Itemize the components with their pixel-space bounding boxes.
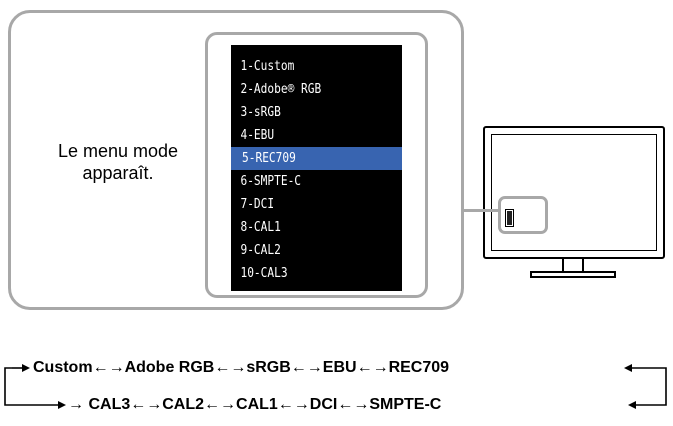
right-loop-line — [630, 367, 667, 406]
zoom-highlight-box — [498, 196, 548, 234]
mode-menu-item[interactable]: 1-Custom — [231, 55, 378, 78]
mode-menu-item[interactable]: 8-CAL1 — [231, 216, 378, 239]
cycle-mode-label: CAL1 — [236, 396, 278, 413]
double-arrow-icon: ←→ — [356, 359, 389, 376]
mode-menu-item[interactable]: 9-CAL2 — [231, 239, 378, 262]
cycle-mode-label: DCI — [309, 396, 338, 413]
mode-menu-item[interactable]: 6-SMPTE-C — [231, 170, 378, 193]
left-loop-line — [4, 367, 62, 406]
color-mode-menu: 1-Custom 2-Adobe® RGB 3-sRGB 4-EBU 5-REC709 6… — [231, 45, 402, 291]
mode-menu-item[interactable]: 3-sRGB — [231, 101, 378, 124]
mode-menu-item[interactable]: 7-DCI — [231, 193, 378, 216]
mode-cycle-row-bottom: → CAL3←→CAL2←→CAL1←→DCI←→SMPTE-C — [68, 395, 441, 415]
mini-osd-menu-fill — [507, 211, 512, 225]
double-arrow-icon: ←→ — [337, 396, 370, 413]
cycle-mode-label: Custom — [33, 359, 93, 376]
double-arrow-icon: ←→ — [92, 359, 125, 376]
cycle-mode-label: Adobe RGB — [124, 359, 215, 376]
right-arrow-icon: → — [68, 396, 89, 413]
mode-menu-caption: Le menu mode apparaît. — [28, 140, 208, 184]
mode-menu-item-label: 8-CAL1 — [240, 220, 281, 235]
mode-cycle-row-top: Custom←→Adobe RGB←→sRGB←→EBU←→REC709 — [25, 358, 449, 378]
mode-menu-item[interactable]: 5-REC709 — [231, 147, 402, 170]
double-arrow-icon: ←→ — [277, 396, 310, 413]
double-arrow-icon: ←→ — [204, 396, 237, 413]
double-arrow-icon: ←→ — [290, 359, 323, 376]
mode-menu-item[interactable]: 10-CAL3 — [231, 262, 378, 285]
cycle-mode-label: SMPTE-C — [369, 396, 442, 413]
caption-line-1: Le menu mode — [57, 141, 179, 161]
loop-arrowhead-top-right — [624, 364, 632, 372]
loop-arrowhead-bottom-right — [628, 401, 636, 409]
cycle-mode-label: CAL3 — [88, 396, 131, 413]
mode-menu-item-label: 10-CAL3 — [240, 266, 288, 281]
cycle-mode-label: REC709 — [388, 359, 450, 376]
double-arrow-icon: ←→ — [214, 359, 247, 376]
mode-menu-item-label: 9-CAL2 — [240, 243, 281, 258]
mode-menu-item-label: 6-SMPTE-C — [240, 174, 302, 189]
callout-connector-line — [461, 209, 500, 212]
caption-line-2: apparaît. — [82, 163, 154, 183]
cycle-mode-label: EBU — [322, 359, 357, 376]
mode-menu-item-label: 3-sRGB — [240, 105, 281, 120]
cycle-mode-label: CAL2 — [162, 396, 205, 413]
mode-menu-item[interactable]: 2-Adobe® RGB — [231, 78, 378, 101]
mode-menu-item[interactable]: 4-EBU — [231, 124, 378, 147]
mode-menu-item-label: 1-Custom — [240, 59, 295, 74]
mode-menu-item-label: 4-EBU — [240, 128, 275, 143]
cycle-mode-label: sRGB — [246, 359, 291, 376]
monitor-stand-base — [530, 271, 616, 278]
double-arrow-icon: ←→ — [130, 396, 163, 413]
mode-menu-item-label: 2-Adobe® RGB — [240, 82, 322, 97]
loop-arrowhead-top-left — [22, 364, 30, 372]
mode-menu-item-label: 5-REC709 — [242, 151, 296, 166]
mode-menu-item-label: 7-DCI — [240, 197, 275, 212]
loop-arrowhead-bottom-left — [58, 401, 66, 409]
